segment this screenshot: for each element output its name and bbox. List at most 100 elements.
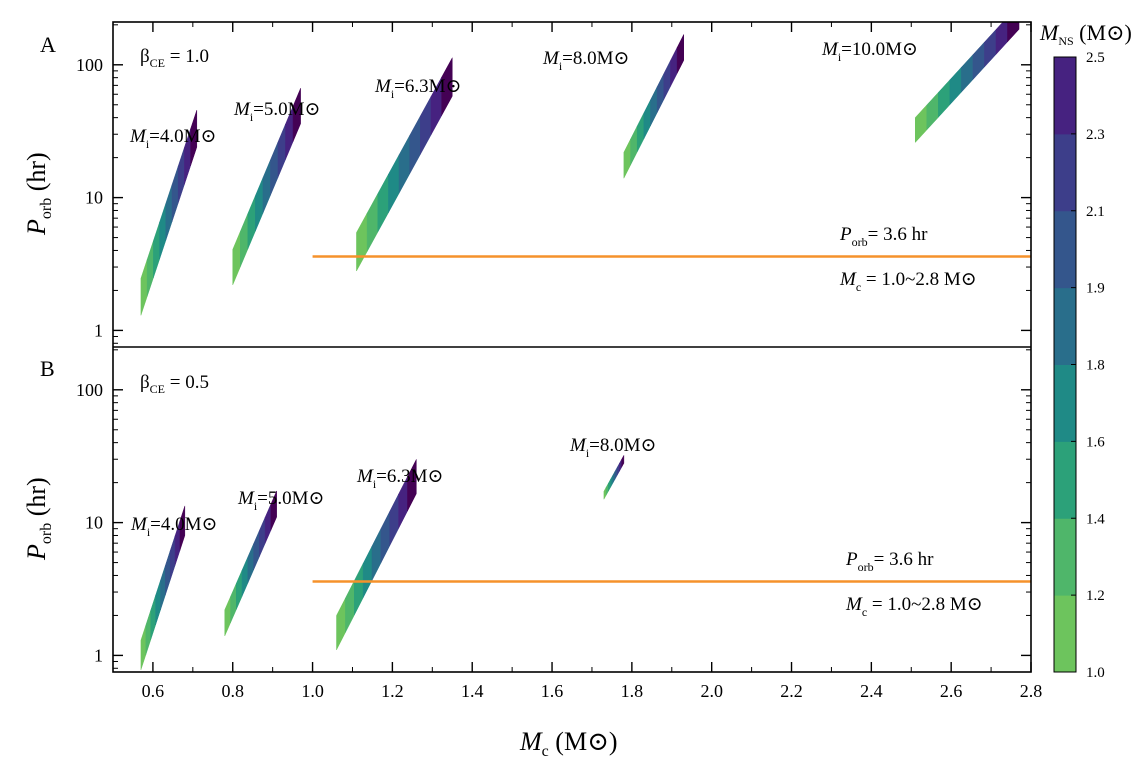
x-tick-label: 1.8	[621, 681, 644, 701]
region-band	[636, 112, 645, 153]
region-band	[159, 203, 167, 260]
region-band	[155, 580, 161, 626]
region-band	[255, 177, 264, 232]
panel-b-label-mi-8: Mi=8.0M⊙	[569, 435, 656, 460]
region-band	[362, 546, 373, 598]
y-tick-label: 10	[85, 513, 103, 533]
panel-b-letter: B	[40, 356, 55, 381]
colorbar-segment	[1054, 441, 1076, 519]
svg-text:Mi=6.3M⊙: Mi=6.3M⊙	[374, 76, 461, 101]
x-tick-label: 2.2	[780, 681, 803, 701]
panel-a-region-2	[356, 57, 453, 272]
panel-a-beta-label: βCE = 1.0	[140, 46, 209, 70]
colorbar-tick-label: 1.6	[1086, 434, 1105, 450]
region-band	[605, 482, 609, 497]
region-band	[995, 22, 1008, 56]
x-tick-label: 2.4	[860, 681, 883, 701]
x-tick-label: 2.8	[1020, 681, 1043, 701]
colorbar-segment	[1054, 518, 1076, 596]
svg-text:Mc = 1.0~2.8 M⊙: Mc = 1.0~2.8 M⊙	[839, 269, 977, 294]
colorbar-segment	[1054, 133, 1076, 212]
svg-text:Mi=5.0M⊙: Mi=5.0M⊙	[233, 99, 320, 124]
x-tick-label: 2.6	[940, 681, 963, 701]
panel-a-region-0	[140, 110, 198, 316]
region-band	[264, 504, 272, 544]
region-band	[230, 583, 237, 623]
region-band	[247, 543, 254, 584]
region-band	[961, 54, 974, 93]
region-band	[1007, 22, 1020, 43]
region-band	[354, 563, 364, 616]
region-band	[140, 259, 148, 316]
y-tick-label: 100	[76, 55, 103, 75]
region-band	[232, 231, 241, 286]
region-band	[676, 34, 685, 74]
region-band	[247, 195, 256, 250]
colorbar-tick-label: 2.5	[1086, 50, 1105, 66]
colorbar-tick-label: 1.8	[1086, 358, 1105, 374]
y-tick-label: 100	[76, 380, 103, 400]
region-band	[619, 458, 622, 473]
y-axis-label-a: Porb (hr)	[22, 152, 55, 236]
region-band	[277, 123, 286, 178]
svg-text:Mi=6.3M⊙: Mi=6.3M⊙	[356, 466, 443, 491]
region-band	[409, 115, 421, 175]
region-band	[224, 596, 231, 637]
svg-text:Porb (hr): Porb (hr)	[22, 477, 55, 561]
colorbar: 1.01.21.41.61.81.92.12.32.5	[1053, 50, 1105, 681]
svg-text:Mi=8.0M⊙: Mi=8.0M⊙	[569, 435, 656, 460]
svg-text:Mc = 1.0~2.8 M⊙: Mc = 1.0~2.8 M⊙	[845, 594, 983, 619]
region-band	[366, 193, 379, 252]
colorbar-title: MNS (M⊙)	[1039, 20, 1132, 48]
region-band	[623, 139, 631, 179]
region-band	[177, 147, 185, 204]
region-band	[171, 166, 179, 222]
svg-text:Mi=4.0M⊙: Mi=4.0M⊙	[130, 514, 217, 539]
region-band	[938, 79, 951, 118]
region-band	[610, 474, 614, 489]
colorbar-tick-label: 1.9	[1086, 281, 1105, 297]
region-band	[380, 511, 390, 564]
region-band	[663, 60, 671, 100]
region-band	[984, 28, 997, 68]
region-band	[165, 550, 171, 596]
region-band	[949, 66, 962, 106]
region-band	[165, 184, 173, 241]
region-band	[603, 486, 607, 501]
region-band	[259, 517, 266, 557]
region-band	[972, 41, 985, 81]
panel-a-line-label-period: Porb= 3.6 hr	[839, 224, 928, 249]
region-band	[140, 625, 147, 670]
y-tick-label: 1	[94, 645, 103, 665]
region-band	[612, 470, 616, 485]
region-band	[169, 535, 176, 581]
region-band	[356, 213, 368, 272]
panel-b-region-0	[140, 505, 186, 670]
region-band	[616, 462, 620, 477]
region-band	[270, 490, 277, 531]
region-band	[371, 528, 382, 581]
panel-b-region-2	[336, 459, 417, 651]
colorbar-tick-label: 2.1	[1086, 204, 1105, 220]
region-band	[608, 478, 611, 493]
region-band	[656, 73, 665, 113]
panel-b-line-label-mass: Mc = 1.0~2.8 M⊙	[845, 594, 983, 619]
colorbar-tick-label: 1.0	[1086, 665, 1105, 681]
panel-b-line-label-period: Porb= 3.6 hr	[845, 549, 934, 574]
y-axis-label-b: Porb (hr)	[22, 477, 55, 561]
panel-a-region-3	[623, 34, 685, 179]
region-band	[345, 580, 355, 633]
region-band	[253, 530, 260, 571]
region-band	[926, 91, 939, 131]
colorbar-segment	[1054, 57, 1076, 135]
region-band	[145, 610, 151, 655]
panel-b-label-mi-6-3: Mi=6.3M⊙	[356, 466, 443, 491]
svg-text:Mi=8.0M⊙: Mi=8.0M⊙	[542, 48, 629, 73]
panel-b-region-1	[224, 490, 277, 637]
region-band	[190, 110, 198, 166]
region-band	[643, 99, 651, 140]
panel-a-label-mi-6-3: Mi=6.3M⊙	[374, 76, 461, 101]
panel-b-beta-label: βCE = 0.5	[140, 372, 209, 396]
region-band	[670, 47, 678, 87]
